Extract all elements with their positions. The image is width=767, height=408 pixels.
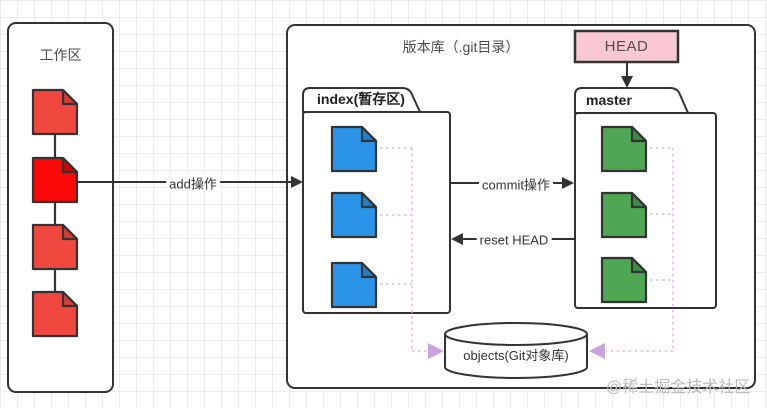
red-file-icon	[31, 223, 79, 271]
red-file-icon	[31, 290, 79, 338]
index-folder-tab	[302, 87, 422, 113]
commit-operation-label: commit操作	[479, 174, 553, 194]
master-folder-tab	[574, 87, 690, 114]
reset-arrowhead-icon	[451, 233, 463, 245]
red-file-icon-modified	[31, 156, 79, 204]
head-box	[573, 29, 680, 64]
add-arrowhead-icon	[291, 176, 303, 188]
index-files	[330, 125, 378, 309]
objects-cylinder	[444, 322, 588, 379]
repository-title: 版本库（.git目录）	[402, 39, 520, 55]
index-to-objects-dotted-links	[380, 147, 427, 352]
blue-file-icon	[330, 191, 378, 239]
add-operation-label: add操作	[166, 173, 220, 193]
green-file-icon	[600, 125, 648, 173]
objects-store-label: objects(Git对象库)	[463, 348, 569, 363]
master-to-objects-dotted-links	[606, 147, 674, 352]
green-file-icon	[600, 256, 648, 304]
head-to-master-arrowhead-icon	[621, 76, 633, 88]
master-label: master	[586, 92, 632, 108]
index-to-objects-arrowhead-icon	[428, 343, 444, 359]
master-files	[600, 125, 648, 304]
commit-arrowhead-icon	[562, 177, 574, 189]
blue-file-icon	[330, 261, 378, 309]
reset-head-label: reset HEAD	[476, 232, 552, 248]
blue-file-icon	[330, 125, 378, 173]
green-file-icon	[600, 191, 648, 239]
master-to-objects-arrowhead-icon	[589, 343, 605, 359]
watermark: @稀土掘金技术社区	[606, 379, 751, 396]
red-file-icon	[31, 88, 79, 136]
index-label: index(暂存区)	[317, 91, 405, 107]
working-area-title: 工作区	[39, 47, 82, 63]
head-label: HEAD	[604, 38, 649, 55]
working-area-files	[31, 88, 79, 338]
